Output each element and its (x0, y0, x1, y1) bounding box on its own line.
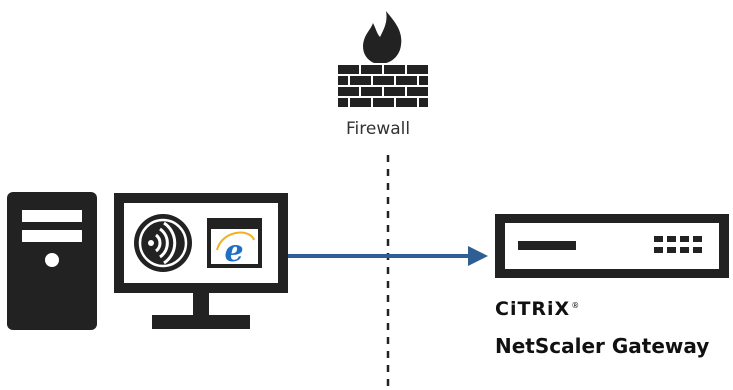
product-name: NetScaler Gateway (495, 334, 710, 358)
citrix-logo-text: CiTRiX (495, 298, 571, 320)
firewall-label: Firewall (346, 119, 411, 139)
internet-explorer-icon: e (207, 218, 262, 269)
computer-tower-icon (7, 192, 97, 330)
citrix-logo: CiTRiX® (495, 298, 580, 320)
svg-text:e: e (224, 234, 243, 269)
connection-arrow (288, 246, 488, 266)
flame-icon (363, 11, 402, 63)
brick-wall (338, 65, 428, 107)
citrix-receiver-icon (134, 214, 192, 272)
firewall-icon (338, 11, 428, 107)
appliance-icon (495, 214, 729, 278)
registered-mark: ® (571, 300, 581, 310)
